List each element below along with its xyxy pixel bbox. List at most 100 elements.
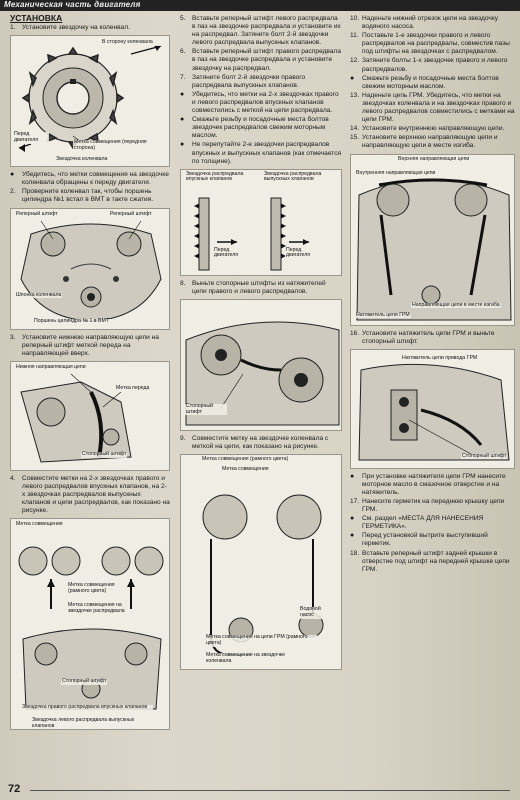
step-text: Вставьте реперный штифт правого распредв… xyxy=(192,48,342,72)
step-10: 10. Наденьте нижний отрезок цепи на звез… xyxy=(350,15,515,31)
chain-mark-drawing xyxy=(202,494,324,657)
step-number: 9. xyxy=(180,434,186,442)
step-number: 7. xyxy=(180,73,186,81)
step-7: 7. Затяните болт 2-й звездочки правого р… xyxy=(180,74,342,90)
lower-guide-drawing xyxy=(20,373,132,463)
step-17: 17. Нанесите герметик на переднюю крышку… xyxy=(350,498,515,514)
sprocket-orientation-drawing xyxy=(193,197,309,271)
bullet-dot: ● xyxy=(10,171,15,179)
footer-rule xyxy=(30,790,510,791)
step-text: Установите верхнюю направляющую цепи и н… xyxy=(362,134,498,150)
step-number: 18. xyxy=(350,549,360,557)
figure-sprocket-orientation: Звездочка распредвала впускных клапанов … xyxy=(180,168,342,276)
step-text: Установите натяжитель цепи ГРМ и выньте … xyxy=(362,329,495,345)
step-text: Совместите метку на звездочке коленвала … xyxy=(192,434,329,450)
column-middle: 5. Вставьте реперный штифт левого распре… xyxy=(180,14,342,674)
step-text: Совместите метки на 2-х звездочках право… xyxy=(22,474,170,515)
page-header: Механическая часть двигателя xyxy=(0,0,520,11)
step-text: Затяните болты 1-х звездочек правого и л… xyxy=(362,57,508,73)
step-text: Нанесите герметик на переднюю крышку цеп… xyxy=(362,497,505,514)
figure-cam-alignment: Метка совмещения Метка совмещения (рамно… xyxy=(10,518,170,731)
step-text: Установите внутреннюю направляющую цепи. xyxy=(362,125,505,133)
label-crank-key: Шпонка коленвала xyxy=(15,291,63,299)
label-alignment-mark: Метка совмещения xyxy=(221,466,270,473)
chain-guides-drawing xyxy=(356,178,512,320)
step-6: 6. Вставьте реперный штифт правого распр… xyxy=(180,48,342,72)
step-number: 2. xyxy=(10,188,16,196)
figure-tensioner-pins: Стопорный штифт xyxy=(180,298,342,431)
label-exhaust-sprocket: Звездочка левого распредвала выпускных к… xyxy=(31,718,153,730)
figure-chain-guides: Верхняя направляющая цепи Внутренняя нап… xyxy=(350,153,515,326)
figure-crank-sprocket: В сторону коленвала Перед двигателя Метк… xyxy=(10,35,170,168)
step-number: 5. xyxy=(180,15,186,22)
label-engine-front: Перед двигателя xyxy=(213,247,251,260)
bullet-dot: ● xyxy=(180,90,185,98)
bullet-text: Смажьте резьбу и посадочные места болтов… xyxy=(192,116,329,140)
label-timing-mark: Метка совмещения (передняя сторона) xyxy=(73,139,155,152)
step-number: 4. xyxy=(10,474,16,482)
figure-crank-chain-mark: Метка совмещения (рамного цвета) Метка с… xyxy=(180,454,342,671)
label-pin-right: Реперный штифт xyxy=(109,210,153,218)
label-bend-guide: Направляющая цепи в месте изгиба xyxy=(411,301,501,309)
bullet-dot: ● xyxy=(350,515,355,523)
label-inner-guide: Внутренняя направляющая цепи xyxy=(355,169,437,177)
step-text: Поставьте 1-е звездочки правого и левого… xyxy=(362,32,510,56)
label-upper-guide: Верхняя направляющая цепи xyxy=(397,155,471,163)
label-timing-tensioner: Натяжитель цепи ГРМ xyxy=(355,311,411,319)
label-front-mark: Метка переда xyxy=(115,384,151,392)
step-text: Вставьте реперный штифт задней крышки в … xyxy=(362,549,510,573)
step-4: 4. Совместите метки на 2-х звездочках пр… xyxy=(10,475,170,515)
bullet-text: См. раздел «МЕСТА ДЛЯ НАНЕСЕНИЯ ГЕРМЕТИК… xyxy=(362,515,484,531)
label-mark-top: Метка совмещения (рамного цвета) xyxy=(201,456,323,463)
step-text: Затяните болт 2-й звездочки правого расп… xyxy=(192,73,306,89)
header-title: Механическая часть двигателя xyxy=(4,0,141,9)
section-title: УСТАНОВКА xyxy=(10,13,63,23)
step-number: 6. xyxy=(180,48,186,56)
step-text: Проверните коленвал так, чтобы поршень ц… xyxy=(22,188,154,204)
step-number: 3. xyxy=(10,333,16,341)
bullet-dot: ● xyxy=(350,74,355,82)
step-12: 12. Затяните болты 1-х звездочек правого… xyxy=(350,57,515,73)
bullet-text: Перед установкой вытрите выступивший гер… xyxy=(362,532,488,548)
step-number: 1. xyxy=(10,24,16,32)
label-chain-mark: Метка совмещения на цепи ГРМ (рамного цв… xyxy=(205,634,317,647)
figure-tensioner-install: Натяжитель цепи привода ГРМ Стопорный шт… xyxy=(350,348,515,469)
step-text: Наденьте цепь ГРМ. Убедитесь, что метки … xyxy=(362,91,515,124)
step-3: 3. Установите нижнюю направляющую цепи н… xyxy=(10,334,170,358)
label-stop-pin: Стопорный штифт xyxy=(81,450,128,458)
column-right: 10. Наденьте нижний отрезок цепи на звез… xyxy=(350,14,515,575)
step-1: 1. Установите звездочку на коленвал. xyxy=(10,24,170,32)
label-intake-sprocket: Звездочка распредвала впускных клапанов xyxy=(185,171,257,184)
step-text: Вставьте реперный штифт левого распредва… xyxy=(192,15,341,47)
label-toward-crank: В сторону коленвала xyxy=(101,39,169,46)
bullet-text: Убедитесь, что метки совмещения на звезд… xyxy=(22,171,169,187)
step-5: 5. Вставьте реперный штифт левого распре… xyxy=(180,15,342,47)
label-intake-sprocket: Звездочка правого распредвала впускных к… xyxy=(21,705,153,712)
label-alignment-mark-sprocket: Метка совмещения на звездочке распредвал… xyxy=(67,603,129,615)
step-18: 18. Вставьте реперный штифт задней крышк… xyxy=(350,550,515,574)
bullet-text: При установке натяжителя цепи ГРМ нанеси… xyxy=(362,472,506,496)
step-text: Установите звездочку на коленвал. xyxy=(22,24,130,32)
crank-sprocket-drawing xyxy=(18,45,162,153)
step-number: 10. xyxy=(350,15,360,22)
step-number: 15. xyxy=(350,134,360,142)
figure-lower-guide: Нижняя направляющая цепи Метка переда Ст… xyxy=(10,360,170,471)
step-15: 15. Установите верхнюю направляющую цепи… xyxy=(350,134,515,150)
step-9: 9. Совместите метку на звездочке коленва… xyxy=(180,435,342,451)
label-crank-mark: Метка совмещения на звездочке коленвала xyxy=(205,652,297,665)
step-number: 12. xyxy=(350,57,360,65)
engine-block-drawing xyxy=(20,220,162,322)
label-piston-tdc: Поршень цилиндра № 1 в ВМТ xyxy=(33,317,110,325)
label-pin-left: Реперный штифт xyxy=(15,210,59,218)
label-engine-front: Перед двигателя xyxy=(285,247,323,260)
label-chain-tensioner: Натяжитель цепи привода ГРМ xyxy=(401,355,513,362)
bullet-text: Убедитесь, что метки на 2-х звездочках п… xyxy=(192,90,339,115)
step-11: 11. Поставьте 1-е звездочки правого и ле… xyxy=(350,32,515,56)
bullet-text: Смажьте резьбу и посадочные места болтов… xyxy=(362,74,499,90)
bullet-item: ● Перед установкой вытрите выступивший г… xyxy=(350,532,515,548)
page-number: 72 xyxy=(8,783,21,795)
step-13: 13. Наденьте цепь ГРМ. Убедитесь, что ме… xyxy=(350,92,515,124)
step-number: 17. xyxy=(350,497,360,505)
step-number: 8. xyxy=(180,279,186,287)
label-stop-pin: Стопорный штифт xyxy=(61,678,108,686)
